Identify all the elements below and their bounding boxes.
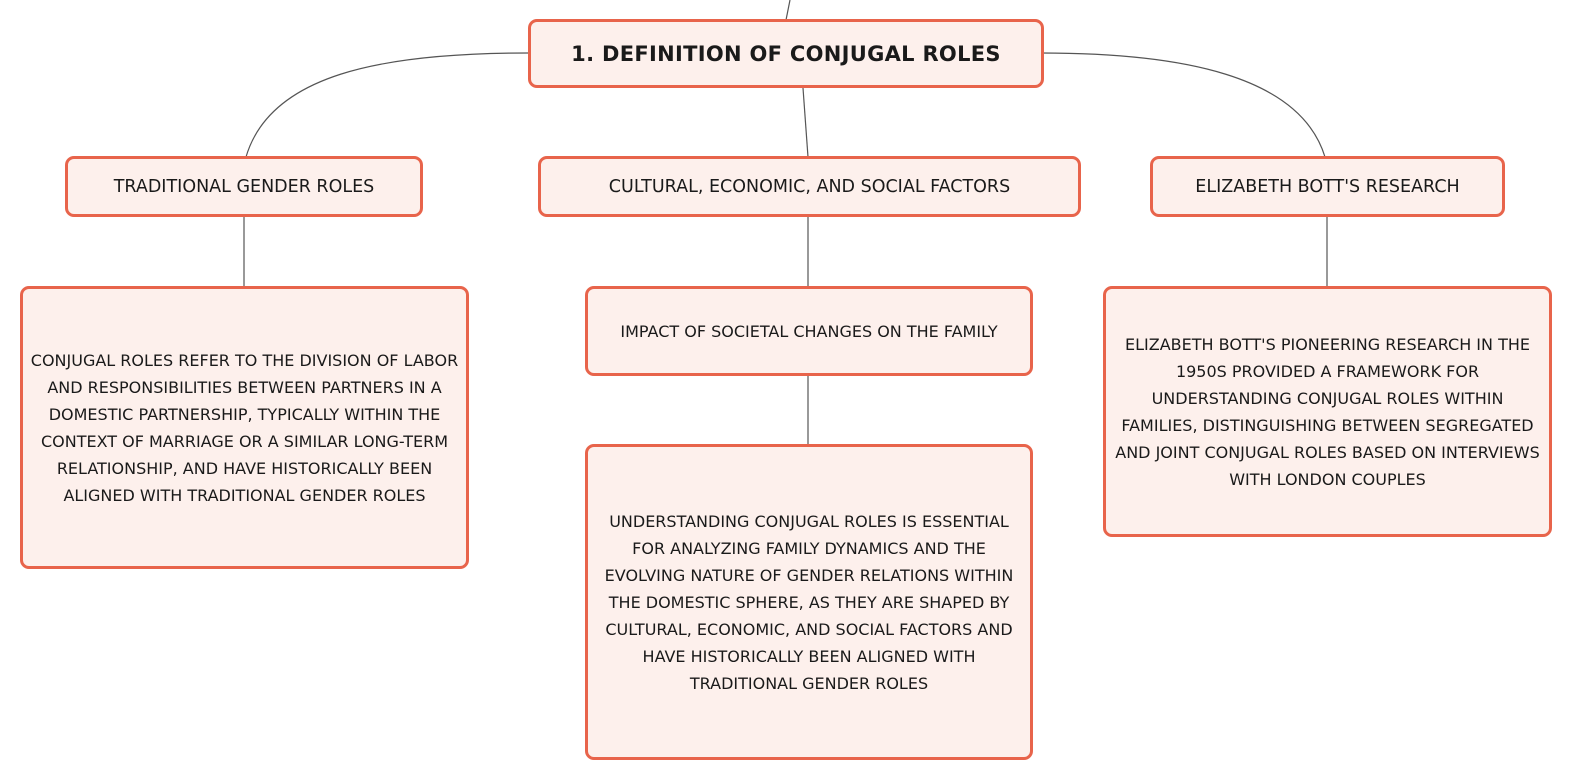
leaf-node-bott-research-detail[interactable]: ELIZABETH BOTT'S PIONEERING RESEARCH IN … (1103, 286, 1552, 537)
root-topic-node[interactable]: 1. DEFINITION OF CONJUGAL ROLES (528, 19, 1044, 88)
branch-node-elizabeth-botts-research[interactable]: ELIZABETH BOTT'S RESEARCH (1150, 156, 1505, 217)
connector-root-factors (802, 87, 809, 158)
connector-root-traditional (245, 52, 529, 158)
connector-incoming-root (785, 0, 791, 21)
leaf-text: ELIZABETH BOTT'S PIONEERING RESEARCH IN … (1115, 334, 1540, 489)
leaf-text: IMPACT OF SOCIETAL CHANGES ON THE FAMILY (620, 321, 998, 341)
connector-root-bott (1040, 52, 1326, 158)
branch-node-traditional-gender-roles[interactable]: TRADITIONAL GENDER ROLES (65, 156, 423, 217)
leaf-text: CONJUGAL ROLES REFER TO THE DIVISION OF … (30, 350, 459, 505)
root-topic-label: 1. DEFINITION OF CONJUGAL ROLES (571, 41, 1001, 66)
branch-label: ELIZABETH BOTT'S RESEARCH (1195, 176, 1460, 197)
branch-node-cultural-economic-social-factors[interactable]: CULTURAL, ECONOMIC, AND SOCIAL FACTORS (538, 156, 1081, 217)
leaf-node-understanding-conjugal-roles[interactable]: UNDERSTANDING CONJUGAL ROLES IS ESSENTIA… (585, 444, 1033, 760)
leaf-text: UNDERSTANDING CONJUGAL ROLES IS ESSENTIA… (604, 511, 1014, 693)
branch-label: TRADITIONAL GENDER ROLES (113, 176, 375, 197)
branch-label: CULTURAL, ECONOMIC, AND SOCIAL FACTORS (608, 176, 1011, 197)
leaf-node-societal-changes[interactable]: IMPACT OF SOCIETAL CHANGES ON THE FAMILY (585, 286, 1033, 376)
leaf-node-conjugal-roles-definition[interactable]: CONJUGAL ROLES REFER TO THE DIVISION OF … (20, 286, 469, 569)
